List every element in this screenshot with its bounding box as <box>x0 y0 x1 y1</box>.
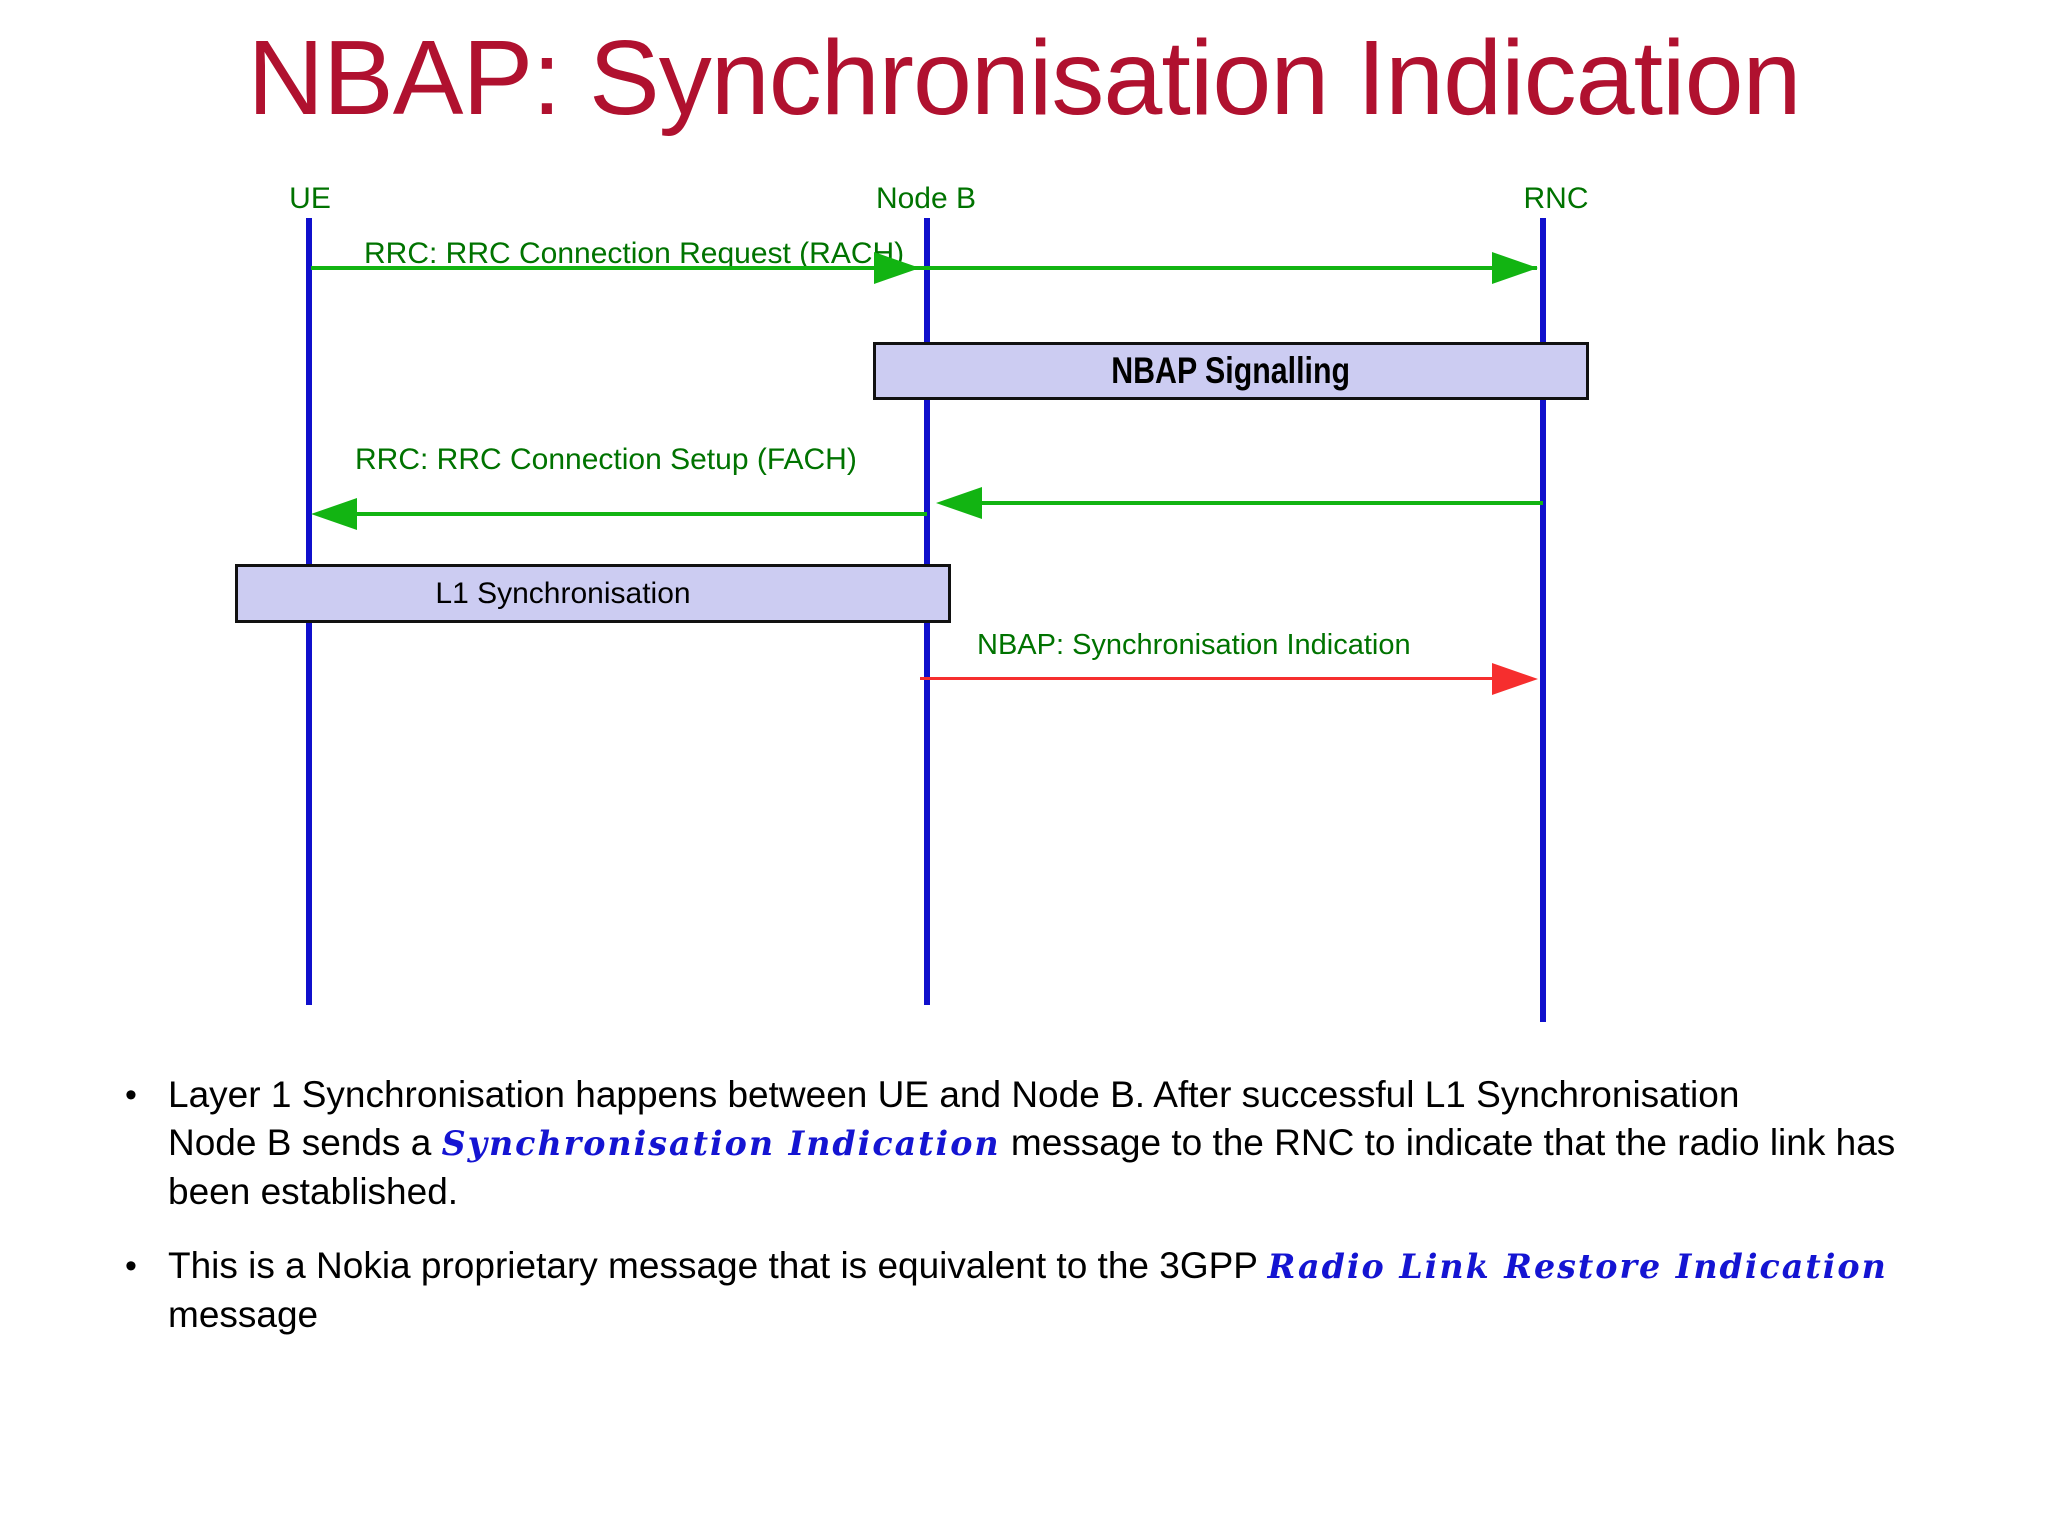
bullet-line: Node B sends a Synchronisation Indicatio… <box>168 1119 1945 1168</box>
bullet-text: This is a Nokia proprietary message that… <box>168 1242 1945 1339</box>
arrow-rrc-setup-line-nodeb-to-ue <box>352 512 927 516</box>
page-title: NBAP: Synchronisation Indication <box>247 19 1802 137</box>
actor-label-ue: UE <box>289 182 331 215</box>
bullet-line: Layer 1 Synchronisation happens between … <box>168 1071 1945 1119</box>
l1-synchronisation-box: L1 Synchronisation <box>235 564 951 623</box>
bullet-item: • Layer 1 Synchronisation happens between… <box>125 1071 1945 1216</box>
arrow-rrc-request-line <box>311 266 1537 270</box>
bullet-dot-icon: • <box>125 1247 137 1285</box>
arrowhead-right-icon <box>1492 252 1538 284</box>
bullet-line: been established. <box>168 1168 1945 1216</box>
bullet-line: This is a Nokia proprietary message that… <box>168 1242 1945 1291</box>
nbap-signalling-box: NBAP Signalling <box>873 342 1589 400</box>
plain-text: Node B sends a <box>168 1122 442 1163</box>
message-label-rrc-setup: RRC: RRC Connection Setup (FACH) <box>355 443 857 476</box>
bullet-list: • Layer 1 Synchronisation happens between… <box>125 1071 1945 1365</box>
message-label-rrc-request: RRC: RRC Connection Request (RACH) <box>364 237 905 270</box>
plain-text: This is a Nokia proprietary message that… <box>168 1245 1268 1286</box>
plain-text: message <box>168 1294 319 1335</box>
arrow-nbap-sync-line <box>920 677 1495 680</box>
actor-label-rnc: RNC <box>1523 182 1589 215</box>
arrow-rrc-setup-line-rnc-to-nodeb <box>978 501 1543 505</box>
actor-label-nodeb: Node B <box>875 182 977 215</box>
script-emphasis-text: Radio Link Restore Indication <box>1267 1247 1888 1286</box>
plain-text: been established. <box>168 1171 459 1212</box>
script-emphasis-text: Synchronisation Indication <box>441 1124 1001 1163</box>
bullet-item: • This is a Nokia proprietary message tha… <box>125 1242 1945 1339</box>
message-label-nbap-sync-indication: NBAP: Synchronisation Indication <box>977 629 1411 661</box>
lifeline-rnc <box>1540 218 1546 1022</box>
bullet-line: message <box>168 1291 1945 1339</box>
arrowhead-left-icon <box>311 498 357 530</box>
nbap-signalling-box-label: NBAP Signalling <box>1111 350 1351 391</box>
bullet-dot-icon: • <box>125 1076 137 1114</box>
bullet-text: Layer 1 Synchronisation happens between … <box>168 1071 1945 1216</box>
arrowhead-right-icon <box>1492 663 1538 695</box>
arrowhead-right-icon <box>874 252 920 284</box>
plain-text: Layer 1 Synchronisation happens between … <box>168 1074 1740 1115</box>
plain-text: message to the RNC to indicate that the … <box>1000 1122 1896 1163</box>
l1-synchronisation-box-label: L1 Synchronisation <box>435 576 691 610</box>
arrowhead-left-icon <box>936 487 982 519</box>
